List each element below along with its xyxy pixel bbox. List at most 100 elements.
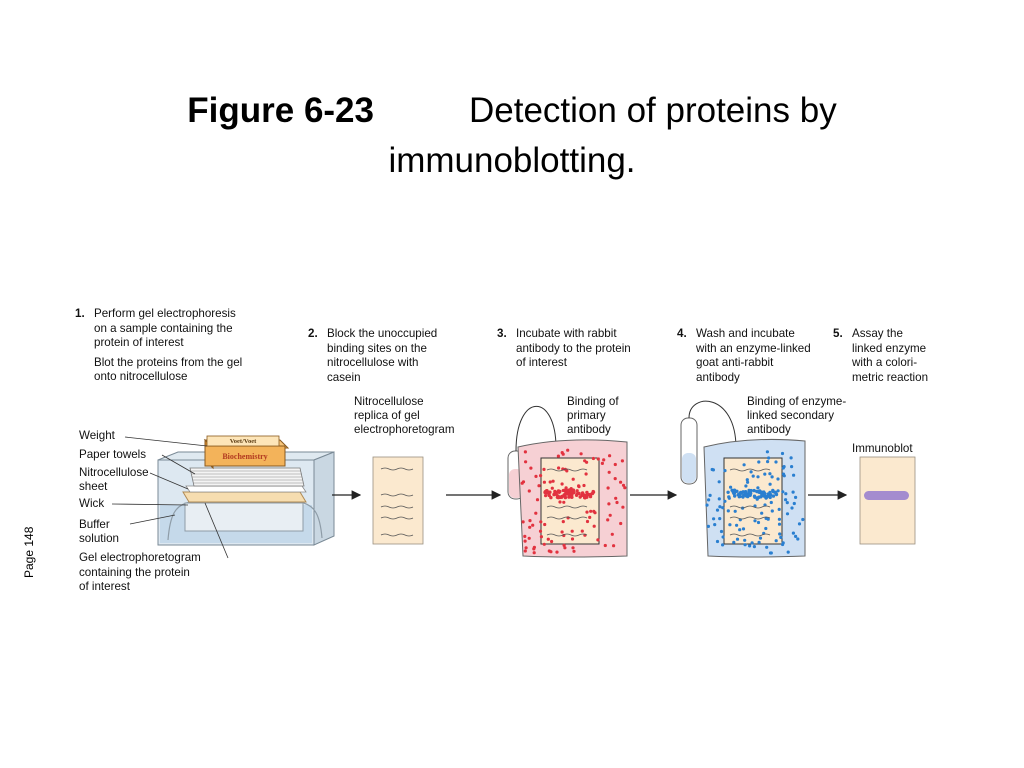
antibody-dot <box>557 466 561 470</box>
antibody-dot <box>585 460 589 464</box>
bound-antibody-dot <box>771 494 776 498</box>
antibody-dot <box>791 531 796 535</box>
antibody-dot <box>765 450 770 454</box>
antibody-dot <box>531 523 535 527</box>
step-1-line: on a sample containing the <box>94 321 233 335</box>
antibody-dot <box>582 483 586 488</box>
antibody-dot <box>621 483 626 487</box>
antibody-dot <box>560 530 564 534</box>
secondary-antibody-bath <box>680 400 806 558</box>
antibody-dot <box>602 458 606 462</box>
label-paper-towels: Paper towels <box>79 448 147 461</box>
antibody-dot <box>524 460 528 464</box>
antibody-dot <box>534 474 538 478</box>
step-1-line: Perform gel electrophoresis <box>94 307 236 320</box>
step-2-line: binding sites on the <box>327 341 427 355</box>
bound-antibody-dot <box>563 492 568 496</box>
step-2-line: Block the unoccupied <box>327 327 438 340</box>
antibody-dot <box>535 498 540 502</box>
antibody-dot <box>523 450 528 454</box>
antibody-dot <box>767 456 771 460</box>
antibody-dot <box>768 472 772 476</box>
antibody-dot <box>769 500 773 505</box>
antibody-dot <box>735 537 740 541</box>
antibody-dot <box>770 475 774 479</box>
antibody-dot <box>789 456 793 460</box>
immunoblot-label: Immunoblot <box>852 442 913 455</box>
protein-band-line <box>546 468 588 472</box>
bound-antibody-dot <box>591 489 595 494</box>
bound-antibody-dot <box>549 495 553 500</box>
antibody-dot <box>792 473 796 477</box>
antibody-dot <box>592 524 596 528</box>
antibody-dot <box>584 472 588 476</box>
antibody-dot <box>796 537 800 541</box>
secondary-label: Binding of enzyme- <box>747 395 847 408</box>
label-gel: containing the protein <box>79 566 190 579</box>
title-line-1: Detection of proteins by <box>469 91 837 130</box>
antibody-dot <box>588 515 592 520</box>
antibody-dot <box>785 512 790 516</box>
bound-antibody-dot <box>748 491 752 495</box>
antibody-dot <box>776 477 780 481</box>
antibody-dot <box>619 480 623 484</box>
antibody-dot <box>765 545 769 549</box>
antibody-dot <box>726 509 730 513</box>
paper-towels <box>189 467 305 487</box>
antibody-dot <box>797 522 802 526</box>
step-3-number: 3. <box>497 327 507 340</box>
bound-antibody-dot <box>755 489 759 494</box>
antibody-dot <box>712 517 716 521</box>
antibody-dot <box>763 472 767 476</box>
antibody-dot <box>743 538 747 542</box>
antibody-dot <box>705 503 709 507</box>
antibody-dot <box>570 529 574 533</box>
antibody-dot <box>738 528 742 532</box>
protein-band-line <box>546 516 588 520</box>
antibody-dot <box>721 535 725 539</box>
antibody-dot <box>623 486 627 490</box>
primary-antibody-bath <box>507 406 628 558</box>
antibody-dot <box>585 510 589 514</box>
antibody-dot <box>784 492 788 496</box>
antibody-dot <box>718 505 722 509</box>
book-spine: Biochemistry <box>222 452 267 461</box>
antibody-dot <box>579 452 583 456</box>
antibody-dot <box>718 517 722 521</box>
antibody-dot <box>560 482 564 486</box>
antibody-dot <box>780 451 785 456</box>
antibody-dot <box>717 497 721 501</box>
bound-antibody-dot <box>578 495 582 499</box>
antibody-dot <box>794 495 798 499</box>
antibody-dot <box>777 522 782 526</box>
antibody-dot <box>719 529 724 534</box>
antibody-dot <box>550 486 554 490</box>
antibody-dot <box>752 545 757 549</box>
antibody-dot <box>561 520 565 524</box>
antibody-dot <box>555 550 559 554</box>
antibody-dot <box>563 546 567 550</box>
antibody-dot <box>612 544 616 548</box>
step-4-line: antibody <box>696 370 740 384</box>
label-buffer: Buffer <box>79 518 110 531</box>
step-4-line: with an enzyme-linked <box>696 341 811 355</box>
antibody-dot <box>550 539 554 544</box>
antibody-dot <box>758 536 763 540</box>
antibody-dot <box>760 511 764 515</box>
label-wick: Wick <box>79 497 105 510</box>
antibody-dot <box>721 543 725 547</box>
antibody-dot <box>785 501 789 505</box>
antibody-dot <box>571 546 575 550</box>
antibody-dot <box>619 521 623 526</box>
antibody-dot <box>538 529 543 533</box>
antibody-dot <box>708 493 712 497</box>
bound-antibody-dot <box>545 491 550 495</box>
antibody-dot <box>729 485 733 489</box>
step-3-text: 3. Incubate with rabbit antibody to the … <box>497 327 631 371</box>
antibody-dot <box>723 499 727 503</box>
antibody-dot <box>774 460 778 464</box>
antibody-dot <box>543 522 547 527</box>
bound-antibody-dot <box>738 494 742 498</box>
bound-antibody-dot <box>556 494 560 498</box>
